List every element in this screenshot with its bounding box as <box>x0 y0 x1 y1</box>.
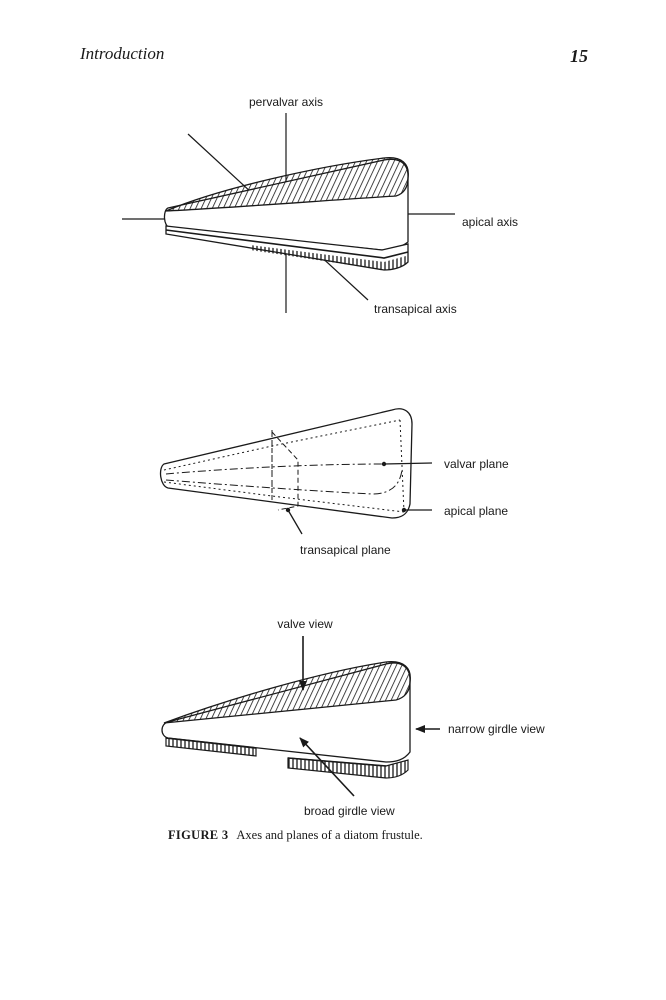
apical-axis-label: apical axis <box>462 215 518 229</box>
girdle-band-striations <box>250 245 406 270</box>
transapical-plane-line <box>271 431 299 511</box>
girdle-edge-left <box>165 737 257 749</box>
valvar-plane-line <box>165 463 403 495</box>
broad-girdle-view-arrow <box>299 737 355 797</box>
figure-caption-text: Axes and planes of a diatom frustule. <box>236 828 423 842</box>
transapical-plane-pointer <box>287 509 303 535</box>
transapical-plane-label: transapical plane <box>300 543 391 557</box>
figure-caption-label: FIGURE 3 <box>168 828 229 842</box>
panel-axes: pervalvar axis apical axis transapical a… <box>122 95 518 316</box>
girdle-band-right <box>287 757 409 779</box>
broad-girdle-view-label: broad girdle view <box>304 804 395 818</box>
valve-face-hatching <box>165 157 409 212</box>
page-number: 15 <box>570 46 588 66</box>
panel-planes: valvar plane apical plane transapical pl… <box>159 408 509 557</box>
valvar-plane-pointer <box>383 462 433 465</box>
apical-plane-dot <box>401 507 407 513</box>
transapical-axis-label: transapical axis <box>374 302 457 316</box>
figure-caption: FIGURE 3 Axes and planes of a diatom frus… <box>168 828 423 843</box>
frustule-outline <box>159 408 413 519</box>
running-head: Introduction <box>80 44 165 63</box>
apical-plane-label: apical plane <box>444 504 508 518</box>
valvar-plane-label: valvar plane <box>444 457 509 471</box>
valve-face-hatching-views <box>163 661 411 724</box>
valvar-plane-dot <box>381 461 387 467</box>
girdle-band-edge <box>165 229 409 259</box>
transapical-plane-dot <box>285 507 291 513</box>
girdle-edge-right <box>287 757 387 767</box>
narrow-girdle-view-label: narrow girdle view <box>448 722 545 736</box>
pervalvar-axis-label: pervalvar axis <box>249 95 323 109</box>
valve-view-label: valve view <box>277 617 333 631</box>
panel-views: valve view narrow girdle view broad gird… <box>161 617 545 818</box>
